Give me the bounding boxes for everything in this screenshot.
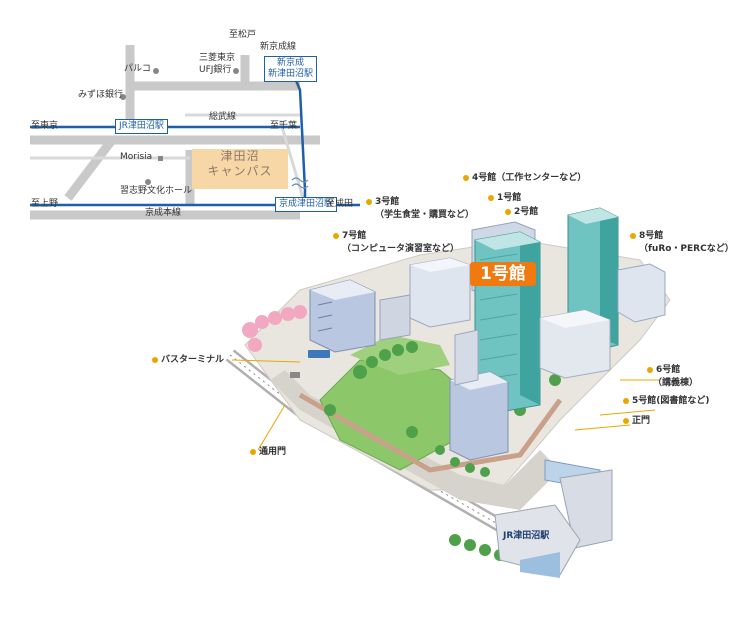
- label-building-7-title: 7号館: [342, 231, 367, 241]
- label-dot: [647, 367, 653, 373]
- label-mizuho-bank: みずほ銀行: [78, 90, 124, 100]
- label-building-6-sub: （講義棟）: [653, 378, 699, 388]
- label-dot: [630, 233, 636, 239]
- annex-building: [454, 329, 479, 386]
- leader-lines: [231, 359, 660, 451]
- building-1-callout: 1号館: [470, 262, 536, 286]
- label-narashino-hall: 習志野文化ホール: [120, 186, 193, 196]
- label-dot: [250, 449, 256, 455]
- label-to-ueno: 至上野: [31, 199, 59, 209]
- label-sobu-line: 総武線: [209, 112, 237, 122]
- cherry-trees: [242, 305, 307, 352]
- trees: [324, 341, 561, 561]
- label-keisei-line: 京成本線: [145, 208, 182, 218]
- river-icon: [291, 177, 309, 189]
- jr-station-building: [494, 459, 613, 578]
- building-3: [409, 257, 471, 328]
- building-7: [309, 279, 376, 353]
- shin-tsudanuma-station-box: 新京成 新津田沼駅: [264, 56, 318, 82]
- label-building-3-title: 3号館: [375, 197, 400, 207]
- building-6: [539, 309, 611, 379]
- walkway: [298, 392, 563, 473]
- tsudanuma-campus-label: 津田沼 キャンパス: [192, 149, 288, 189]
- label-building-5: 5号館(図書館など): [632, 396, 710, 406]
- label-mufg-bank: 三菱東京 UFJ銀行: [199, 53, 236, 75]
- campus-label-line1: 津田沼: [220, 149, 260, 163]
- label-dot: [488, 195, 494, 201]
- label-dot: [366, 199, 372, 205]
- label-building-6-title: 6号館: [656, 365, 681, 375]
- label-building-2: 2号館: [514, 207, 539, 217]
- label-to-chiba: 至千葉: [270, 121, 298, 131]
- label-bus-terminal: バスターミナル: [161, 355, 225, 365]
- label-morisia: Morisia: [120, 152, 153, 162]
- label-to-tokyo: 至東京: [31, 121, 59, 131]
- label-main-gate: 正門: [632, 416, 651, 426]
- label-shin-keisei-line: 新京成線: [260, 42, 297, 52]
- building-8: [617, 263, 666, 323]
- bus-icon: [308, 350, 330, 358]
- jr-tsudanuma-station-box: JR津田沼駅: [115, 119, 168, 134]
- label-building-3-sub: （学生食堂・購買など）: [375, 210, 475, 220]
- campus-label-line2: キャンパス: [207, 164, 273, 178]
- bus-shelter: [290, 372, 300, 378]
- keisei-tsudanuma-station-box: 京成津田沼駅: [275, 197, 338, 212]
- label-dot: [623, 398, 629, 404]
- label-parco: パルコ: [124, 64, 151, 74]
- label-building-8-title: 8号館: [639, 231, 664, 241]
- label-to-matsudo: 至松戸: [229, 30, 257, 40]
- label-building-8-sub: （fuRo・PERCなど）: [639, 244, 734, 254]
- label-side-gate: 通用門: [259, 447, 287, 457]
- label-jr-station-entrance: JR津田沼駅: [503, 531, 550, 541]
- building-5: [449, 371, 509, 461]
- label-dot: [623, 418, 629, 424]
- label-dot: [333, 233, 339, 239]
- access-landmark-dots: [120, 68, 239, 185]
- label-dot: [152, 357, 158, 363]
- campus-road: [270, 370, 560, 510]
- small-building: [379, 294, 411, 341]
- label-building-4: 4号館（工作センターなど）: [472, 173, 587, 183]
- access-thin-roads: [30, 113, 307, 206]
- label-dot: [463, 175, 469, 181]
- label-building-1: 1号館: [497, 193, 522, 203]
- label-dot: [505, 209, 511, 215]
- label-building-7-sub: （コンピュータ演習室など）: [342, 244, 460, 254]
- label-to-narita: 至成田: [326, 199, 354, 209]
